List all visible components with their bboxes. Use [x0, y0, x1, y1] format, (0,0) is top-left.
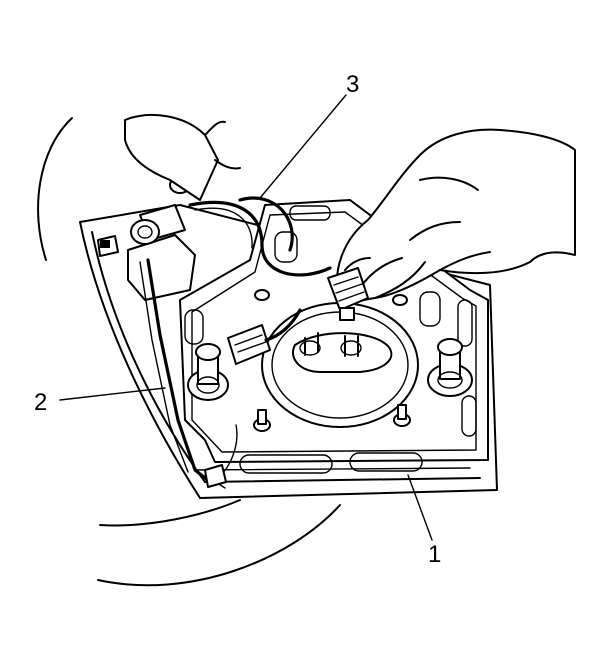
- small-studs: [253, 289, 411, 432]
- leader-lines: [59, 94, 433, 541]
- left-bolt: [187, 343, 229, 401]
- upper-left-bracket: [97, 176, 196, 301]
- leader-line-3: [259, 94, 347, 199]
- steering-wheel-arcs: [37, 117, 341, 587]
- callout-2: 2: [34, 389, 47, 416]
- hand-illustration: [327, 128, 576, 321]
- right-bolt: [427, 338, 473, 397]
- wiring-harness: [139, 196, 332, 489]
- left-wire-connector: [204, 308, 302, 488]
- upper-left-hand: [124, 114, 241, 201]
- leader-line-1: [407, 474, 433, 541]
- leader-line-2: [59, 387, 166, 401]
- callout-1: 1: [428, 541, 441, 568]
- callout-3: 3: [346, 71, 359, 98]
- inflator-ring: [261, 302, 419, 428]
